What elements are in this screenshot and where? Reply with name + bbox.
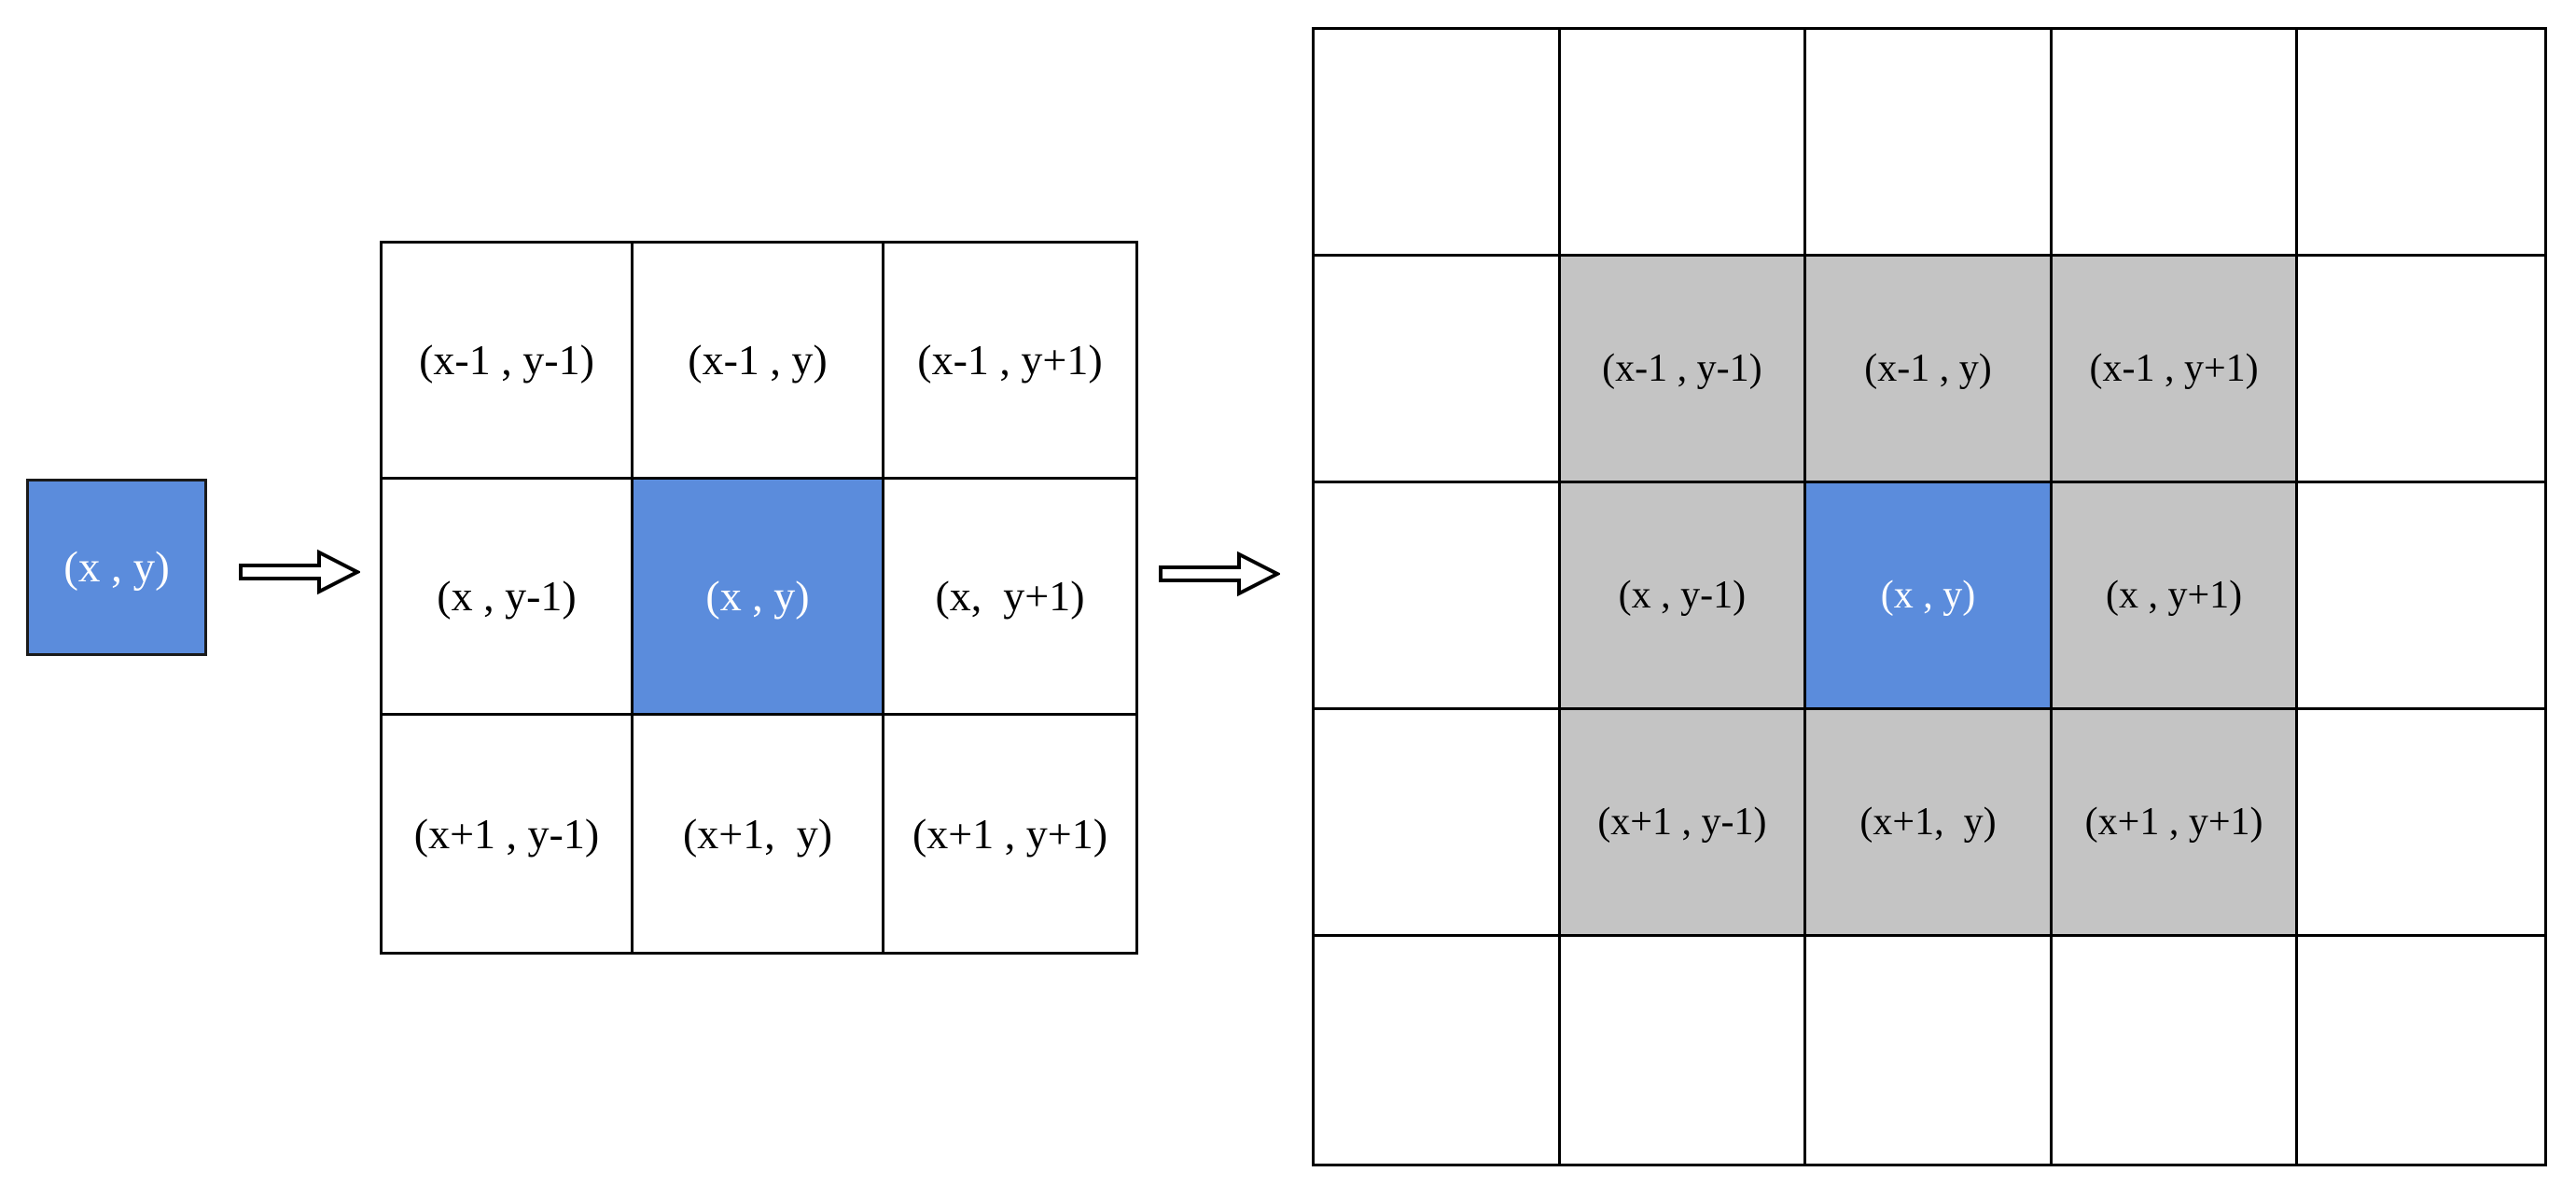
grid-cell [2298, 257, 2544, 483]
cell-label: (x , y-1) [1618, 574, 1747, 617]
cell-label: (x , y) [1880, 574, 1976, 617]
grid-cell [1315, 30, 1561, 257]
cell-label: (x-1 , y+1) [917, 336, 1103, 384]
padded-5x5-grid: (x-1 , y-1) (x-1 , y) (x-1 , y+1) (x , y-1)… [1312, 27, 2547, 1166]
cell-label: (x-1 , y+1) [2089, 347, 2259, 390]
cell-label: (x+1, y) [1859, 801, 1997, 844]
grid-cell: (x+1, y) [1806, 710, 2053, 937]
grid-cell: (x-1 , y+1) [884, 244, 1135, 480]
grid-cell: (x+1, y) [634, 716, 884, 952]
cell-label: (x+1 , y+1) [2084, 801, 2263, 844]
cell-label: (x-1 , y-1) [419, 336, 594, 384]
neighborhood-3x3-grid: (x-1 , y-1) (x-1 , y) (x-1 , y+1) (x , y-1)… [380, 241, 1138, 955]
grid-cell: (x , y+1) [2052, 483, 2299, 710]
cell-label: (x , y) [705, 572, 810, 620]
grid-cell [1315, 937, 1561, 1164]
grid-cell: (x+1 , y+1) [884, 716, 1135, 952]
grid-cell: (x , y) [1806, 483, 2053, 710]
grid-cell: (x-1 , y-1) [1560, 257, 1807, 483]
grid-cell: (x-1 , y+1) [2052, 257, 2299, 483]
grid-cell: (x , y-1) [383, 480, 634, 716]
grid-cell [1315, 483, 1561, 710]
cell-label: (x-1 , y) [1864, 347, 1992, 390]
grid-cell: (x-1 , y-1) [383, 244, 634, 480]
cell-label: (x, y+1) [935, 572, 1085, 620]
grid-cell: (x-1 , y) [634, 244, 884, 480]
grid-cell: (x , y-1) [1560, 483, 1807, 710]
grid-cell [1315, 710, 1561, 937]
grid-cell [1806, 937, 2053, 1164]
grid-cell [2052, 30, 2299, 257]
grid-cell: (x+1 , y-1) [383, 716, 634, 952]
grid-cell [1806, 30, 2053, 257]
cell-label: (x , y+1) [2106, 574, 2243, 617]
grid-cell: (x+1 , y-1) [1560, 710, 1807, 937]
cell-label: (x-1 , y) [688, 336, 828, 384]
right-block-arrow-icon [239, 549, 360, 595]
grid-cell: (x+1 , y+1) [2052, 710, 2299, 937]
grid-cell: (x, y+1) [884, 480, 1135, 716]
right-block-arrow-icon [1159, 551, 1280, 597]
grid-cell [1315, 257, 1561, 483]
grid-cell: (x-1 , y) [1806, 257, 2053, 483]
grid-cell [2298, 937, 2544, 1164]
grid-cell [2298, 710, 2544, 937]
cell-label: (x , y-1) [437, 572, 577, 620]
grid-cell [2052, 937, 2299, 1164]
cell-label: (x+1 , y+1) [912, 809, 1108, 858]
cell-label: (x-1 , y-1) [1602, 347, 1762, 390]
grid-cell: (x , y) [634, 480, 884, 716]
grid-cell [2298, 483, 2544, 710]
grid-cell [2298, 30, 2544, 257]
cell-label: (x+1, y) [682, 809, 833, 858]
grid-cell [1560, 937, 1807, 1164]
cell-label: (x , y) [63, 542, 170, 592]
cell-label: (x+1 , y-1) [1597, 801, 1767, 844]
cell-label: (x+1 , y-1) [413, 809, 600, 858]
grid-cell [1560, 30, 1807, 257]
seed-pixel-cell: (x , y) [26, 479, 207, 656]
